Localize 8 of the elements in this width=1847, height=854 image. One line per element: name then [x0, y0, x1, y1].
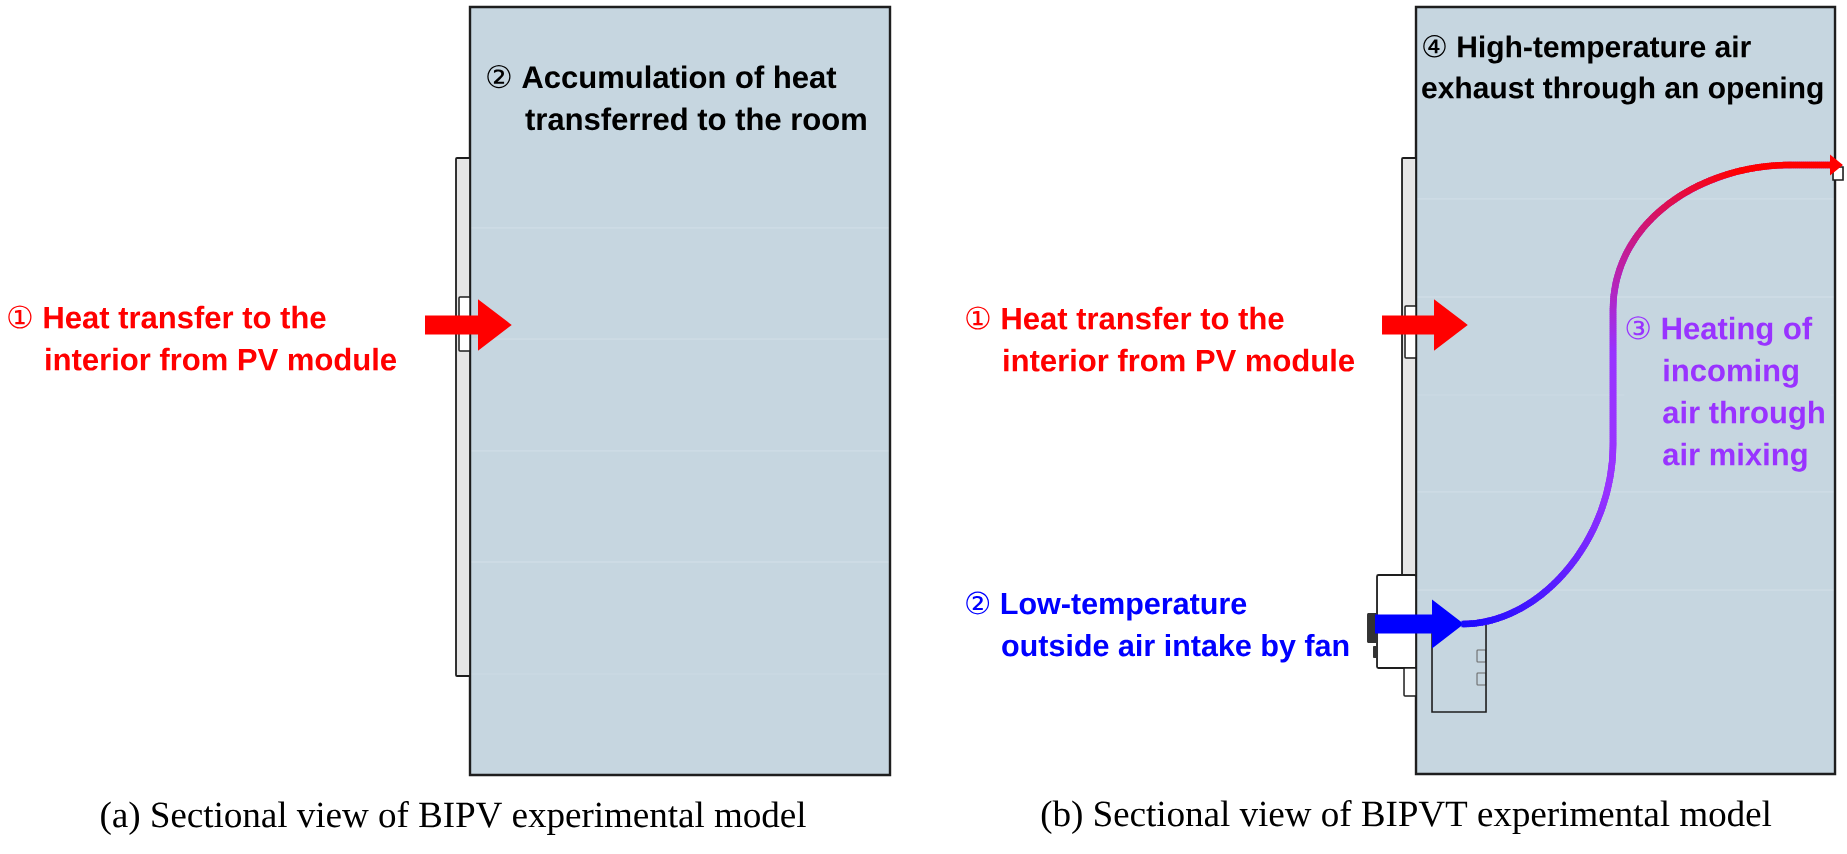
vent-opening — [1832, 166, 1844, 181]
annotation: ① Heat transfer to the interior from PV module — [8, 305, 397, 371]
edge-label: ③ Heating of incoming air through air mixing — [1624, 316, 1831, 472]
caption: (b) Sectional view of BIPVT experimental model — [1041, 800, 1772, 834]
caption: (a) Sectional view of BIPV experimental model — [101, 801, 806, 835]
annotation: ① Heat transfer to the interior from PV module — [966, 306, 1355, 372]
room-box: ② Accumulation of heat transferred to the room — [468, 5, 892, 777]
annotation: ② Low-temperature outside air intake by fan — [966, 591, 1349, 663]
